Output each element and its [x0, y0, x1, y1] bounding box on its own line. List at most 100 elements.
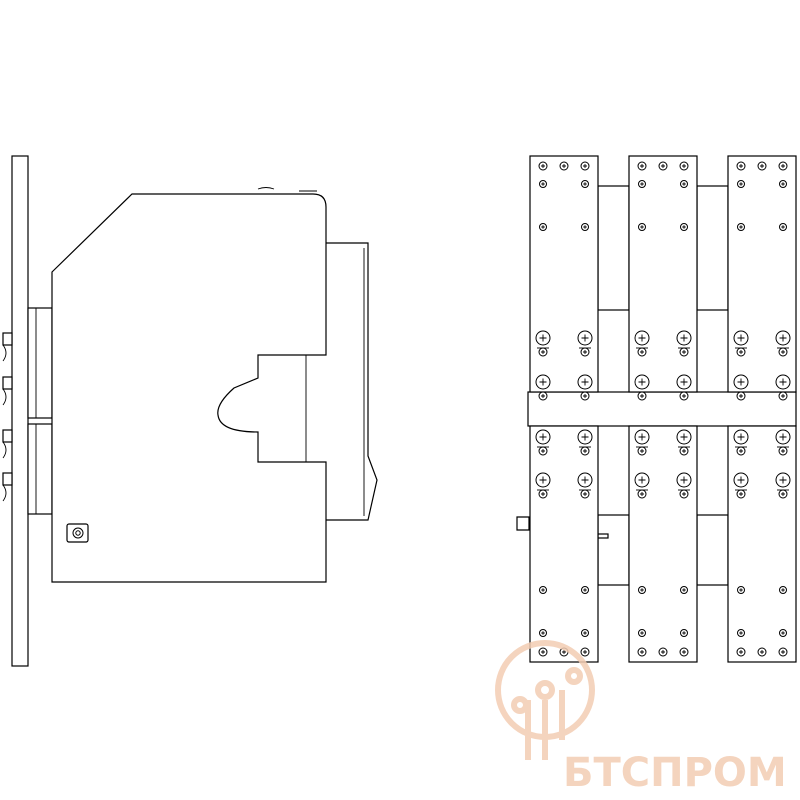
bolt-cross: [640, 164, 644, 168]
spacer-block-lower: [27, 423, 53, 515]
bolt-cross: [581, 378, 589, 386]
bolt-cross: [737, 433, 745, 441]
bolt-cross: [583, 225, 587, 229]
busbar-bottom-2: [628, 425, 698, 663]
mounting-plate: [11, 155, 29, 667]
bolt-cross: [583, 350, 587, 354]
bolt-cross: [539, 476, 547, 484]
bolt-cross: [562, 650, 566, 654]
bolt-cross: [638, 334, 646, 342]
bolt-cross: [781, 182, 785, 186]
bolt-cross: [682, 394, 686, 398]
bolt-cross: [682, 182, 686, 186]
bolt-cross: [539, 433, 547, 441]
side-view: [2, 155, 378, 667]
bolt-cross: [781, 588, 785, 592]
bolt-cross: [640, 225, 644, 229]
bolt-cross: [739, 449, 743, 453]
bolt-cross: [682, 225, 686, 229]
bolt-cross: [680, 378, 688, 386]
bolt-cross: [779, 334, 787, 342]
bolt-cross: [583, 449, 587, 453]
busbar-top-2: [628, 155, 698, 393]
bolt-cross: [682, 449, 686, 453]
bolt-cross: [739, 350, 743, 354]
busbar-bottom-1: [529, 425, 599, 663]
bolt-cross: [737, 334, 745, 342]
breaker-body: [51, 193, 327, 583]
bolt-cross: [638, 378, 646, 386]
watermark: БТСПРОМ: [495, 640, 787, 796]
bolt-cross: [541, 182, 545, 186]
busbars: [529, 155, 797, 663]
bolt-cross: [581, 476, 589, 484]
bolt-cross: [781, 394, 785, 398]
bolt-cross: [680, 433, 688, 441]
bolt-cross: [781, 350, 785, 354]
bolt-cross: [640, 588, 644, 592]
bolt-cross: [739, 225, 743, 229]
spacer-block-upper: [27, 307, 53, 419]
bolt-cross: [682, 164, 686, 168]
bolt-cross: [541, 588, 545, 592]
bolt-cross: [781, 631, 785, 635]
bolt-cross: [781, 492, 785, 496]
rear-frame: [326, 242, 378, 521]
bolt-cross: [739, 588, 743, 592]
bolt-cross: [682, 588, 686, 592]
bolt-cross: [541, 492, 545, 496]
bolt-cross: [640, 492, 644, 496]
bolt-cross: [781, 650, 785, 654]
busbar-top-1: [529, 155, 599, 393]
bolt-cross: [682, 350, 686, 354]
rear-terminal-view: [516, 155, 797, 663]
bolt-cross: [737, 476, 745, 484]
bolt-cross: [541, 225, 545, 229]
bolt-cross: [682, 650, 686, 654]
terminal-bolts: [2, 332, 13, 502]
bolt-cross: [581, 433, 589, 441]
bolt-cross: [661, 164, 665, 168]
bolt-cross: [779, 433, 787, 441]
bolt-cross: [682, 631, 686, 635]
bolt-cross: [583, 394, 587, 398]
bolt-cross: [779, 476, 787, 484]
bolt-cross: [638, 476, 646, 484]
bolt-cross: [541, 650, 545, 654]
bolt-cross: [781, 164, 785, 168]
bolt-cross: [583, 492, 587, 496]
busbar-top-3: [727, 155, 797, 393]
bolt-cross: [640, 650, 644, 654]
watermark-text: БТСПРОМ: [563, 750, 787, 796]
bolt-cross: [640, 394, 644, 398]
busbar-bottom-3: [727, 425, 797, 663]
bolt-cross: [539, 334, 547, 342]
bolt-cross: [541, 631, 545, 635]
bolt-cross: [779, 378, 787, 386]
bolt-cross: [640, 631, 644, 635]
bolt-cross: [638, 433, 646, 441]
bolt-cross: [640, 182, 644, 186]
bolt-cross: [739, 394, 743, 398]
bolt-cross: [541, 164, 545, 168]
bolt-cross: [739, 631, 743, 635]
bolt-cross: [541, 394, 545, 398]
bolt-cross: [739, 182, 743, 186]
bolt-cross: [541, 350, 545, 354]
bolt-cross: [760, 650, 764, 654]
bolt-cross: [583, 182, 587, 186]
bolt-cross: [760, 164, 764, 168]
bolt-cross: [781, 449, 785, 453]
bolt-cross: [583, 588, 587, 592]
bolt-cross: [680, 334, 688, 342]
bolt-cross: [539, 378, 547, 386]
bolt-cross: [781, 225, 785, 229]
lock-icon: [66, 523, 89, 543]
bolt-cross: [562, 164, 566, 168]
bolt-cross: [680, 476, 688, 484]
bolt-cross: [541, 449, 545, 453]
bolt-cross: [640, 350, 644, 354]
bolt-cross: [737, 378, 745, 386]
bolt-cross: [583, 650, 587, 654]
